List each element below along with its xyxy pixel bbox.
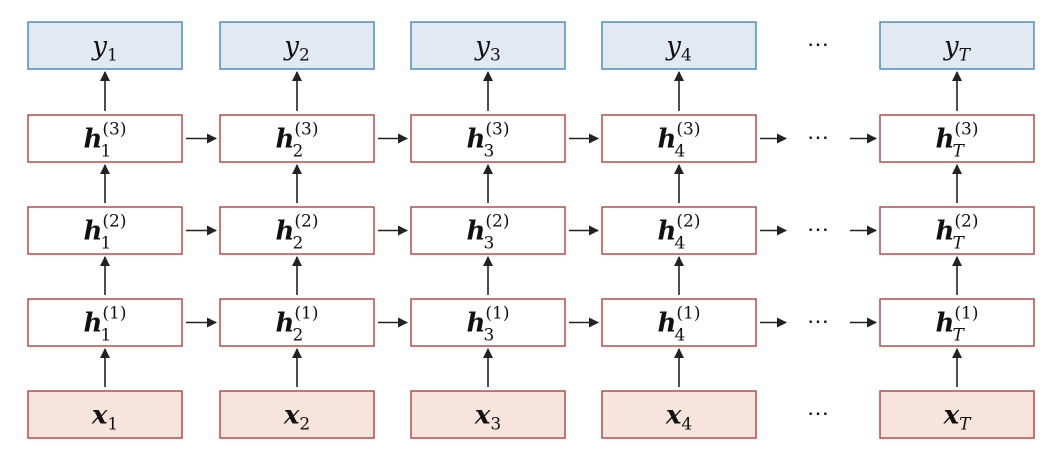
nodes-layer: y1 h(3)1 h(2)1 h(1)1 x1 y2 h(3)2 h(2)2 h(1)2 x2 y3… — [27, 21, 1035, 439]
input-label: x4 — [665, 401, 692, 435]
hidden-label: h(2)T — [936, 212, 979, 254]
output-label: y2 — [283, 32, 310, 66]
hidden-state-node — [879, 206, 1035, 255]
hidden-state-node — [601, 298, 757, 347]
hidden-label: h(1)2 — [276, 304, 319, 346]
output-node — [219, 21, 375, 70]
ellipsis: ⋯ — [807, 33, 829, 58]
hidden-label: h(3)2 — [276, 120, 319, 162]
hidden-label: h(1)3 — [467, 304, 510, 346]
input-node — [410, 390, 566, 439]
input-node — [879, 390, 1035, 439]
input-node — [219, 390, 375, 439]
hidden-label: h(1)4 — [658, 304, 701, 346]
ellipsis: ⋯ — [807, 126, 829, 151]
output-node — [879, 21, 1035, 70]
hidden-state-node — [879, 298, 1035, 347]
input-label: xT — [943, 401, 973, 435]
hidden-state-node — [27, 298, 183, 347]
hidden-label: h(1)T — [936, 304, 979, 346]
output-label: y4 — [665, 32, 692, 66]
output-node — [601, 21, 757, 70]
hidden-label: h(2)4 — [658, 212, 701, 254]
hidden-state-node — [410, 206, 566, 255]
hidden-label: h(2)2 — [276, 212, 319, 254]
input-node — [27, 390, 183, 439]
ellipsis: ⋯ — [807, 310, 829, 335]
hidden-state-node — [219, 206, 375, 255]
output-label: y1 — [91, 32, 118, 66]
hidden-label: h(3)T — [936, 120, 979, 162]
output-node — [27, 21, 183, 70]
hidden-label: h(3)1 — [84, 120, 127, 162]
ellipsis: ⋯ — [807, 402, 829, 427]
output-node — [410, 21, 566, 70]
hidden-state-node — [27, 206, 183, 255]
hidden-state-node — [410, 298, 566, 347]
hidden-state-node — [219, 298, 375, 347]
hidden-state-node — [410, 114, 566, 163]
hidden-label: h(1)1 — [84, 304, 127, 346]
hidden-label: h(3)4 — [658, 120, 701, 162]
hidden-state-node — [601, 206, 757, 255]
hidden-state-node — [27, 114, 183, 163]
hidden-label: h(2)1 — [84, 212, 127, 254]
hidden-state-node — [601, 114, 757, 163]
arrows-layer — [100, 71, 962, 387]
ellipsis: ⋯ — [807, 218, 829, 243]
hidden-label: h(2)3 — [467, 212, 510, 254]
ellipsis-layer: ⋯ ⋯ ⋯ ⋯ ⋯ — [807, 33, 829, 427]
output-label: y3 — [474, 32, 501, 66]
hidden-state-node — [219, 114, 375, 163]
input-node — [601, 390, 757, 439]
output-label: yT — [943, 32, 972, 66]
input-label: x3 — [474, 401, 501, 435]
hidden-state-node — [879, 114, 1035, 163]
hidden-label: h(3)3 — [467, 120, 510, 162]
input-label: x1 — [91, 401, 118, 435]
input-label: x2 — [283, 401, 310, 435]
